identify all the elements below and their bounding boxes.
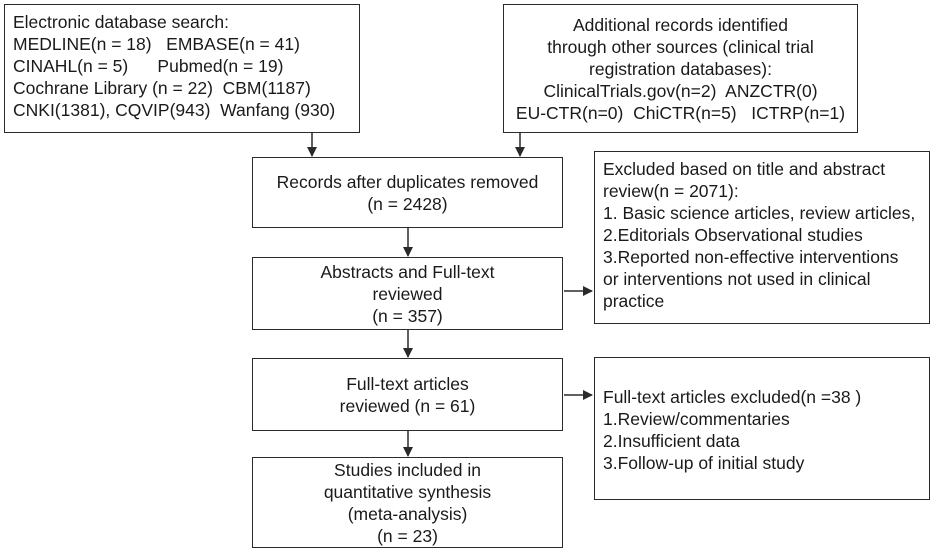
database-search-line: CNKI(1381), CQVIP(943) Wanfang (930) bbox=[13, 100, 336, 120]
additional-records-line: Additional records identified bbox=[573, 14, 788, 35]
fulltext-excluded-line: 2.Insufficient data bbox=[603, 431, 740, 451]
additional-records-line: EU-CTR(n=0) ChiCTR(n=5) ICTRP(n=1) bbox=[515, 102, 846, 123]
additional-records-line: through other sources (clinical trial bbox=[547, 36, 814, 57]
additional-records-line: ClinicalTrials.gov(n=2) ANZCTR(0) bbox=[543, 80, 818, 101]
database-search-line: MEDLINE(n = 18) EMBASE(n = 41) bbox=[13, 34, 300, 54]
fulltext-excluded-line: 3.Follow-up of initial study bbox=[603, 453, 805, 473]
database-search-title: Electronic database search: bbox=[13, 12, 229, 32]
fulltext-excluded-line: 1.Review/commentaries bbox=[603, 409, 790, 429]
excluded-title-abstract-line: practice bbox=[603, 291, 665, 311]
fulltext-reviewed-line: Full-text articles bbox=[346, 373, 469, 394]
abstracts-fulltext-count: (n = 357) bbox=[372, 305, 443, 326]
studies-included-line: Studies included in bbox=[334, 459, 481, 480]
duplicates-removed-label: Records after duplicates removed bbox=[276, 171, 539, 192]
additional-records-box: Additional records identified through ot… bbox=[503, 4, 858, 133]
excluded-title-abstract-box: Excluded based on title and abstract rev… bbox=[594, 151, 930, 324]
fulltext-reviewed-box: Full-text articles reviewed (n = 61) bbox=[252, 358, 563, 431]
excluded-title-abstract-line: Excluded based on title and abstract bbox=[603, 159, 886, 179]
fulltext-excluded-box: Full-text articles excluded(n =38 ) 1.Re… bbox=[594, 357, 930, 500]
excluded-title-abstract-line: or interventions not used in clinical bbox=[603, 269, 871, 289]
additional-records-line: registration databases): bbox=[589, 58, 772, 79]
duplicates-removed-box: Records after duplicates removed (n = 24… bbox=[252, 157, 563, 228]
database-search-line: CINAHL(n = 5) Pubmed(n = 19) bbox=[13, 56, 284, 76]
excluded-title-abstract-line: 3.Reported non-effective interventions bbox=[603, 247, 899, 267]
abstracts-fulltext-box: Abstracts and Full-text reviewed (n = 35… bbox=[252, 257, 563, 330]
excluded-title-abstract-line: 2.Editorials Observational studies bbox=[603, 225, 863, 245]
database-search-line: Cochrane Library (n = 22) CBM(1187) bbox=[13, 78, 311, 98]
studies-included-line: quantitative synthesis bbox=[323, 481, 492, 502]
duplicates-removed-count: (n = 2428) bbox=[367, 193, 448, 214]
abstracts-fulltext-line: reviewed bbox=[372, 283, 443, 304]
abstracts-fulltext-line: Abstracts and Full-text bbox=[320, 261, 495, 282]
studies-included-count: (n = 23) bbox=[377, 525, 438, 546]
excluded-title-abstract-line: 1. Basic science articles, review articl… bbox=[603, 203, 916, 223]
excluded-title-abstract-line: review(n = 2071): bbox=[603, 181, 739, 201]
database-search-box: Electronic database search: MEDLINE(n = … bbox=[4, 4, 360, 133]
studies-included-line: (meta-analysis) bbox=[347, 503, 468, 524]
fulltext-excluded-line: Full-text articles excluded(n =38 ) bbox=[603, 387, 862, 407]
fulltext-reviewed-line: reviewed (n = 61) bbox=[339, 395, 476, 416]
studies-included-box: Studies included in quantitative synthes… bbox=[252, 457, 563, 548]
